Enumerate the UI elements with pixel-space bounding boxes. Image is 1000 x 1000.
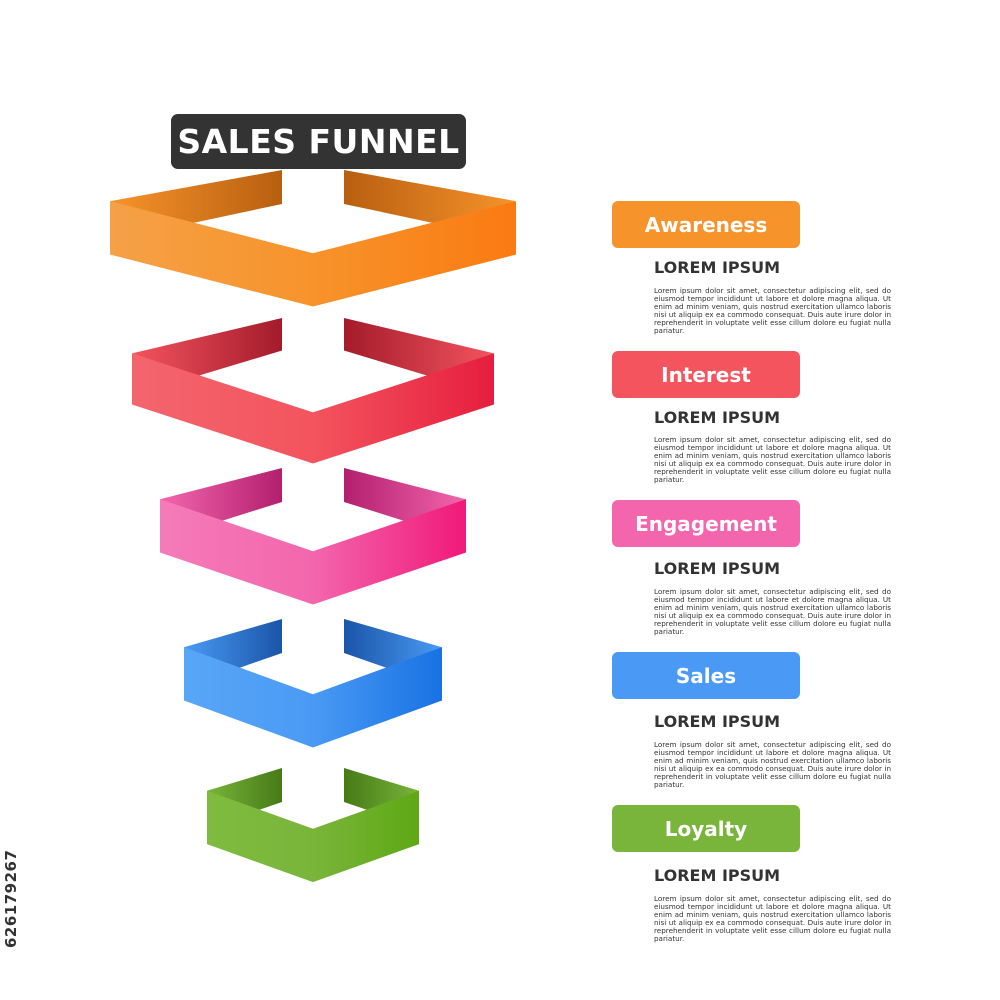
stage-description: Lorem ipsum dolor sit amet, consectetur …	[654, 435, 891, 485]
stage-description: Lorem ipsum dolor sit amet, consectetur …	[654, 587, 891, 637]
ring-inner-right	[344, 170, 516, 226]
ring-inner-left	[207, 768, 282, 816]
image-id-text: 626179267	[2, 849, 20, 948]
ring-front-left	[207, 790, 313, 883]
stage-heading: LOREM IPSUM	[654, 559, 781, 578]
stage-description: Lorem ipsum dolor sit amet, consectetur …	[654, 894, 891, 944]
ring-front-right	[313, 790, 419, 883]
ring-front-right	[313, 499, 466, 605]
stage-label-text: Engagement	[635, 511, 777, 536]
stage-heading: LOREM IPSUM	[654, 712, 781, 731]
ring-front-right	[313, 647, 442, 748]
ring-inner-right	[344, 318, 494, 377]
ring-front-left	[110, 201, 313, 307]
stage-label-interest: Interest	[612, 351, 800, 398]
ring-front-left	[132, 353, 313, 464]
funnel-ring-awareness	[110, 170, 516, 307]
ring-inner-left	[110, 170, 282, 226]
stage-label-awareness: Awareness	[612, 201, 800, 248]
stage-label-text: Awareness	[644, 212, 768, 237]
ring-front-right	[313, 353, 494, 464]
stage-label-loyalty: Loyalty	[612, 805, 800, 852]
page-title: SALES FUNNEL	[177, 122, 460, 161]
stage-label-engagement: Engagement	[612, 500, 800, 547]
title-banner: SALES FUNNEL	[171, 114, 466, 169]
ring-front-left	[160, 499, 313, 605]
funnel-ring-sales	[184, 619, 442, 748]
ring-inner-right	[344, 768, 419, 816]
stage-description: Lorem ipsum dolor sit amet, consectetur …	[654, 286, 891, 336]
funnel-ring-loyalty	[207, 768, 419, 883]
stage-heading: LOREM IPSUM	[654, 408, 781, 427]
ring-inner-left	[132, 318, 282, 377]
stage-heading: LOREM IPSUM	[654, 866, 781, 885]
ring-front-right	[313, 201, 516, 307]
stage-heading: LOREM IPSUM	[654, 258, 781, 277]
stage-label-text: Sales	[675, 663, 737, 688]
stage-label-sales: Sales	[612, 652, 800, 699]
stage-label-text: Interest	[661, 362, 751, 387]
ring-front-left	[184, 647, 313, 748]
stage-label-text: Loyalty	[664, 816, 748, 841]
stage-description: Lorem ipsum dolor sit amet, consectetur …	[654, 740, 891, 790]
funnel-ring-interest	[132, 318, 494, 464]
funnel-ring-engagement	[160, 468, 466, 605]
